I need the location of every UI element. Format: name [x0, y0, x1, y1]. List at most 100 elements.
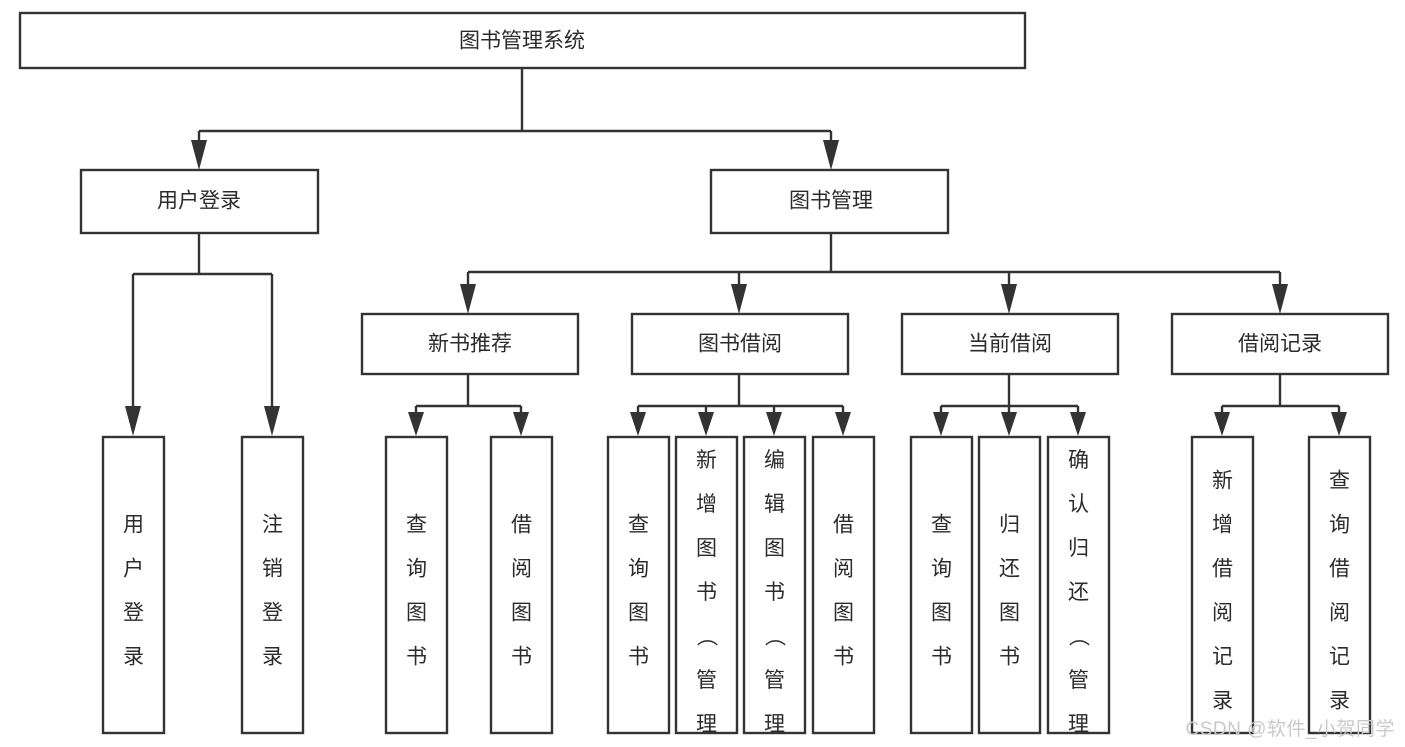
node-new-book-recommend[interactable]: 新书推荐: [360, 312, 580, 376]
edge-group-borrow-record: [1214, 374, 1347, 436]
node-leaf-query-book-3[interactable]: [909, 435, 974, 735]
svg-text:询: 询: [1329, 513, 1350, 536]
svg-text:管: 管: [764, 669, 785, 692]
node-leaf-query-record-box[interactable]: [1307, 435, 1372, 735]
svg-text:管: 管: [1068, 669, 1089, 692]
node-leaf-query-book-1-box[interactable]: [384, 435, 449, 735]
node-borrow-record-box[interactable]: [1170, 312, 1390, 376]
node-leaf-query-book-1[interactable]: [384, 435, 449, 735]
svg-text:销: 销: [262, 557, 283, 580]
svg-text:新: 新: [1212, 469, 1233, 492]
svg-text:认: 认: [1068, 493, 1089, 516]
arrow-root-to-book-management: [823, 140, 839, 170]
svg-text:书: 书: [628, 645, 649, 668]
node-book-management-label: 图书管理: [789, 190, 873, 213]
node-user-login[interactable]: 用户登录: [79, 168, 320, 235]
svg-text:登: 登: [262, 601, 283, 624]
arrow-to-leaf-query-book-2: [630, 412, 646, 436]
svg-text:增: 增: [1212, 513, 1233, 536]
svg-text:图: 图: [406, 601, 427, 624]
node-leaf-query-book-2-box[interactable]: [606, 435, 671, 735]
node-leaf-add-record-box[interactable]: [1190, 435, 1255, 735]
svg-text:（: （: [1067, 626, 1090, 647]
svg-text:录: 录: [1329, 689, 1350, 712]
node-leaf-return-book[interactable]: [977, 435, 1042, 735]
svg-text:户: 户: [123, 557, 144, 580]
node-leaf-add-book[interactable]: [674, 435, 739, 735]
node-leaf-borrow-book-1[interactable]: [489, 435, 554, 735]
node-leaf-user-login[interactable]: [101, 435, 166, 735]
svg-text:录: 录: [123, 645, 144, 668]
svg-text:还: 还: [1068, 581, 1089, 604]
svg-text:查: 查: [1329, 469, 1350, 492]
arrow-to-leaf-user-login: [125, 406, 141, 436]
svg-text:询: 询: [628, 557, 649, 580]
edge-group-new-book-recommend: [408, 374, 529, 436]
node-leaf-borrow-book-1-box[interactable]: [489, 435, 554, 735]
svg-text:归: 归: [1068, 537, 1089, 560]
node-leaf-add-record[interactable]: [1190, 435, 1255, 735]
svg-text:书: 书: [511, 645, 532, 668]
node-leaf-logout[interactable]: [240, 435, 305, 735]
arrow-to-borrow-record: [1272, 284, 1288, 314]
arrow-to-leaf-query-record: [1331, 412, 1347, 436]
node-leaf-query-record[interactable]: [1307, 435, 1372, 735]
node-current-borrow[interactable]: 当前借阅: [900, 312, 1120, 376]
node-leaf-query-book-2[interactable]: [606, 435, 671, 735]
node-leaf-edit-book-box[interactable]: [742, 435, 807, 735]
svg-text:图: 图: [696, 537, 717, 560]
node-leaf-edit-book[interactable]: [742, 435, 807, 735]
svg-text:理: 理: [696, 713, 717, 736]
node-leaf-logout-box[interactable]: [240, 435, 305, 735]
node-leaf-borrow-book-2[interactable]: [811, 435, 876, 735]
edge-group-book-borrow: [630, 374, 851, 436]
arrow-to-leaf-query-book-1: [408, 412, 424, 436]
svg-text:管: 管: [696, 669, 717, 692]
arrow-to-leaf-edit-book: [766, 412, 782, 436]
node-book-management-box[interactable]: [709, 168, 950, 235]
svg-text:查: 查: [628, 513, 649, 536]
node-root-system[interactable]: 图书管理系统: [18, 11, 1027, 70]
arrow-to-current-borrow: [1001, 284, 1017, 314]
node-leaf-return-book-box[interactable]: [977, 435, 1042, 735]
node-book-borrow-box[interactable]: [630, 312, 850, 376]
node-leaf-borrow-book-2-box[interactable]: [811, 435, 876, 735]
node-leaf-add-book-box[interactable]: [674, 435, 739, 735]
node-leaf-query-book-3-box[interactable]: [909, 435, 974, 735]
node-book-borrow[interactable]: 图书借阅: [630, 312, 850, 376]
svg-text:记: 记: [1329, 645, 1350, 668]
node-leaf-confirm-return[interactable]: [1046, 435, 1111, 735]
arrow-to-leaf-add-record: [1214, 412, 1230, 436]
svg-text:查: 查: [931, 513, 952, 536]
node-new-book-recommend-label: 新书推荐: [428, 333, 512, 356]
node-root-system-box[interactable]: [18, 11, 1027, 70]
node-user-login-box[interactable]: [79, 168, 320, 235]
svg-text:录: 录: [262, 645, 283, 668]
node-leaf-confirm-return-box[interactable]: [1046, 435, 1111, 735]
svg-text:还: 还: [999, 557, 1020, 580]
svg-text:增: 增: [696, 493, 717, 516]
edge-group-user-login: [125, 233, 280, 436]
arrow-to-book-borrow: [731, 284, 747, 314]
csdn-watermark: CSDN @软件_小贺同学: [1185, 719, 1395, 740]
node-leaf-user-login-box[interactable]: [101, 435, 166, 735]
node-current-borrow-box[interactable]: [900, 312, 1120, 376]
svg-text:查: 查: [406, 513, 427, 536]
node-book-management[interactable]: 图书管理: [709, 168, 950, 235]
svg-text:理: 理: [1068, 713, 1089, 736]
node-borrow-record[interactable]: 借阅记录: [1170, 312, 1390, 376]
svg-text:图: 图: [628, 601, 649, 624]
node-new-book-recommend-box[interactable]: [360, 312, 580, 376]
svg-text:书: 书: [406, 645, 427, 668]
svg-text:询: 询: [931, 557, 952, 580]
svg-text:询: 询: [406, 557, 427, 580]
svg-text:新: 新: [696, 449, 717, 472]
svg-text:借: 借: [1212, 557, 1233, 580]
